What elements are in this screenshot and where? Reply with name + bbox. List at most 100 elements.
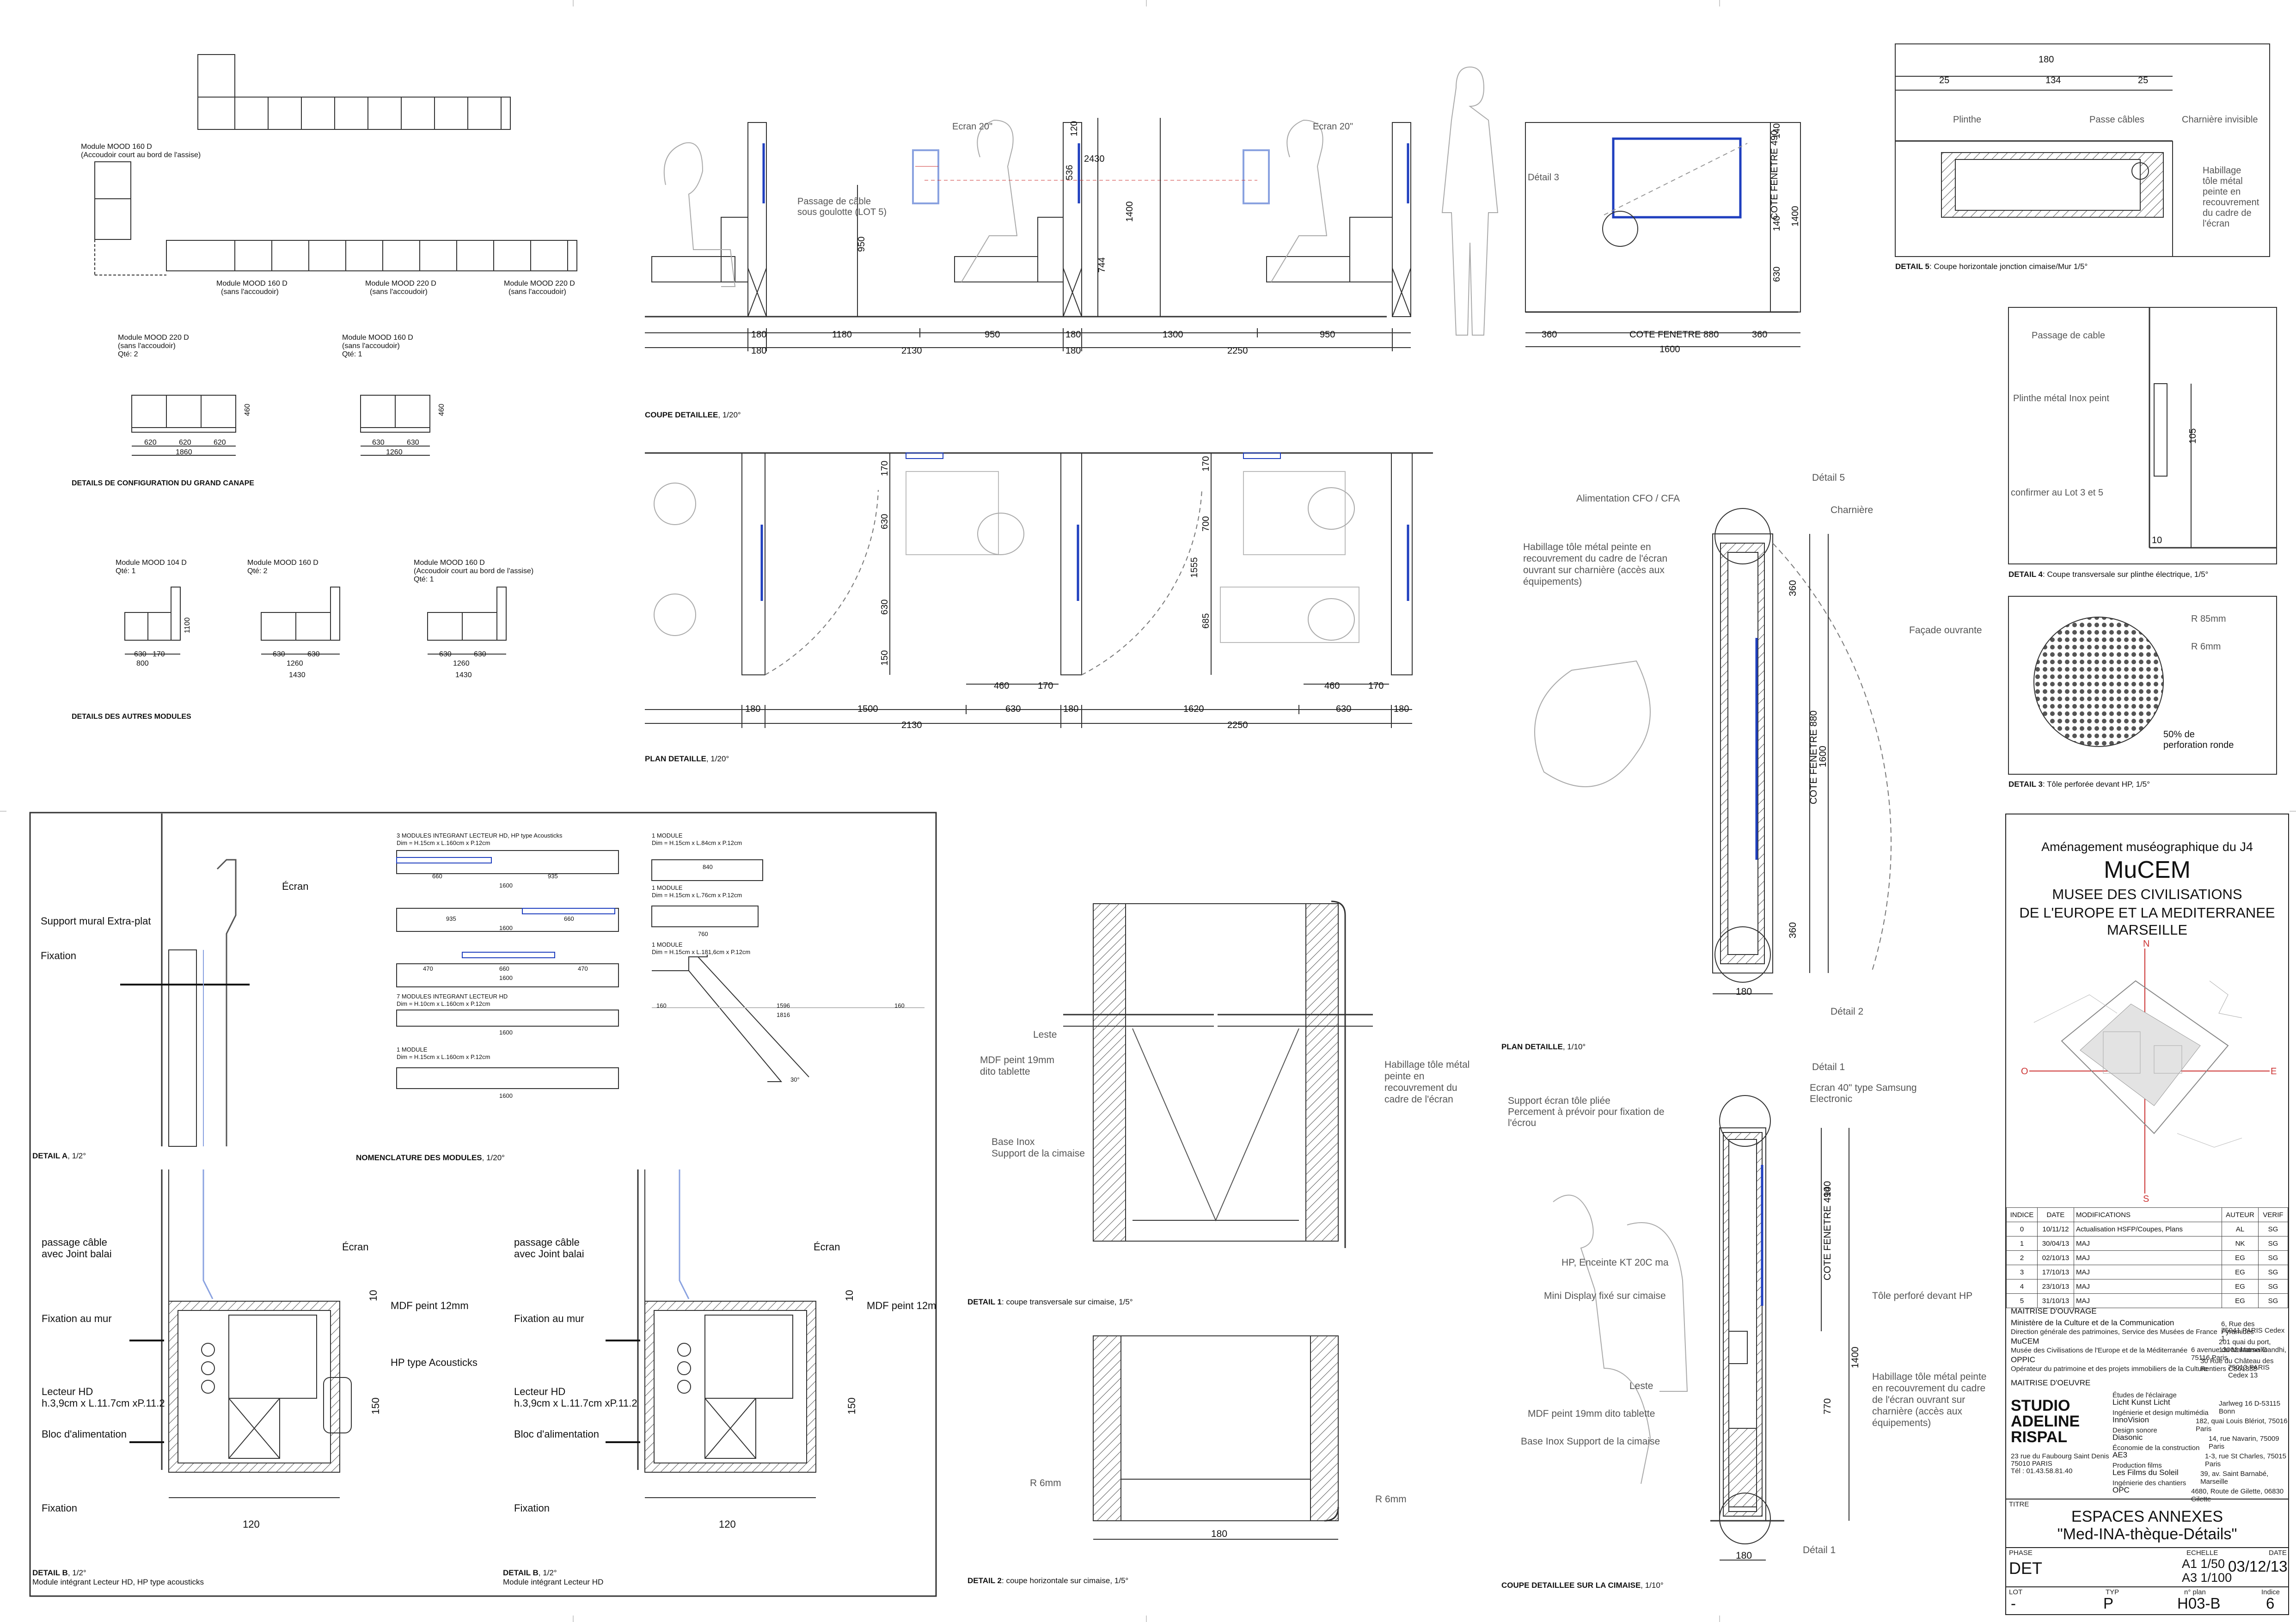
drawing-label: 10 — [367, 1290, 379, 1301]
drawing-label: 160 — [894, 1002, 905, 1009]
drawing-label: DETAIL B, 1/2° — [32, 1568, 86, 1577]
mo-3-addr2: 75013 PARIS Cedex 13 — [2228, 1364, 2270, 1379]
drawing-label: Leste — [1033, 1029, 1057, 1040]
drawing-label: DETAILS DE CONFIGURATION DU GRAND CANAPE — [72, 479, 254, 487]
detail-2-labels: R 6mm R 6mm 180 DETAIL 2: coupe horizont… — [967, 1478, 1407, 1585]
drawing-label: 2130 — [901, 720, 922, 730]
east-label: E — [2271, 1066, 2277, 1077]
drawing-label: 1600 — [499, 924, 513, 931]
drawing-label: , 1/20° — [482, 1153, 505, 1162]
drawing-label: 630 — [439, 650, 452, 658]
drawing-label: Habillage tôle métal — [1384, 1059, 1469, 1070]
drawing-label: Leste — [1629, 1381, 1653, 1391]
drawing-label: NOMENCLATURE DES MODULES — [356, 1153, 482, 1162]
drawing-label: 150 — [846, 1397, 857, 1414]
drawing-ellipse — [1308, 598, 1355, 641]
title-block: Aménagement muséographique du J4 MuCEM M… — [2005, 814, 2289, 1615]
detail-4 — [2008, 307, 2277, 564]
phase-label: PHASE — [2009, 1549, 2033, 1557]
drawing-label: Qté: 1 — [116, 567, 136, 575]
drawing-label: 630 — [474, 650, 486, 658]
studio-addr: 23 rue du Faubourg Saint Denis — [2011, 1452, 2109, 1460]
drawing-label: 1600 — [499, 1029, 513, 1036]
drawing-label: h.3,9cm x L.11.7cm xP.11.2 — [514, 1397, 637, 1409]
drawing-path — [1271, 119, 1328, 282]
drawing-label: sous goulotte (LOT 5) — [797, 207, 887, 217]
indice-value: 6 — [2266, 1595, 2275, 1612]
coupe-cimaise — [1553, 1095, 1849, 1561]
mo-3-addr: 30 Rue du Château des Rentiers CS61338 — [2200, 1357, 2274, 1373]
drawing-label: Habillage tôle métal peinte en — [1523, 542, 1651, 552]
drawing-label: Charnière — [1831, 505, 1873, 515]
musee-line-2: DE L'EUROPE ET LA MEDITERRANEE — [2019, 905, 2275, 921]
drawing-circle — [1602, 211, 1638, 247]
drawing-label: 536 — [1065, 165, 1075, 180]
drawing-label: 660 — [432, 873, 442, 880]
plan-label: n° plan — [2184, 1588, 2206, 1596]
drawing-label: R 6mm — [1030, 1478, 1061, 1488]
drawing-ellipse — [654, 483, 696, 525]
drawing-label: Qté: 1 — [414, 575, 434, 583]
e3-name: Diasonic — [2112, 1433, 2143, 1442]
drawing-label: DETAIL B — [503, 1568, 539, 1577]
config-labels: Module MOOD 220 D (sans l'accoudoir) Qté… — [72, 334, 446, 487]
bottom-left-frame — [29, 812, 937, 1597]
studio-addr2: 75010 PARIS — [2011, 1460, 2052, 1468]
studio-logo-line-3: RISPAL — [2011, 1428, 2068, 1446]
e6-role: Ingénierie des chantiers — [2112, 1479, 2186, 1487]
drawing-circle — [677, 1343, 691, 1357]
drawing-label: 760 — [698, 930, 708, 937]
drawing-label: (sans l'accoudoir) — [370, 288, 428, 296]
drawing-label: (Accoudoir court au bord de l'assise) — [81, 151, 201, 159]
drawing-label: 360 — [1788, 580, 1798, 596]
drawing-rect — [234, 240, 272, 271]
drawing-label: DETAIL A — [32, 1151, 67, 1160]
e4-addr: 1-3, rue St Charles, 75015 Paris — [2205, 1452, 2286, 1468]
drawing-label: 25 — [2138, 75, 2148, 86]
drawing-label: DETAIL 2: coupe horizontale sur cimaise,… — [967, 1576, 1128, 1585]
drawing-label: (sans l'accoudoir) — [342, 342, 400, 350]
drawing-label: 360 — [1542, 330, 1557, 340]
drawing-label: Qté: 2 — [247, 567, 268, 575]
drawing-rect — [467, 97, 502, 130]
drawing-label: 10 — [2152, 535, 2162, 545]
drawing-label: PLAN DETAILLE — [1501, 1042, 1563, 1051]
drawing-label: Base Inox Support de la cimaise — [1521, 1436, 1660, 1447]
drawing-label: Détail 5 — [1812, 472, 1845, 483]
drawing-label: Dim = H.15cm x L.160cm x P.12cm — [397, 1053, 490, 1060]
drawing-label: 935 — [446, 915, 456, 922]
drawing-rect — [382, 240, 420, 271]
drawing-label: 1260 — [386, 448, 403, 456]
drawing-label: 7 MODULES INTEGRANT LECTEUR HD — [397, 993, 508, 1000]
drawing-label: Support écran tôle pliée — [1508, 1096, 1610, 1106]
drawing-rect — [301, 97, 335, 130]
drawing-label: DETAIL B — [32, 1568, 68, 1577]
mo-heading: MAITRISE D'OUVRAGE — [2011, 1307, 2097, 1316]
drawing-path — [202, 1169, 214, 1299]
drawing-rect — [94, 198, 131, 240]
drawing-rect — [906, 471, 999, 555]
detail-a-labels: Écran Support mural Extra-plat Fixation … — [32, 881, 308, 1160]
drawing-label: 170 — [1201, 456, 1211, 471]
drawing-path — [1324, 1506, 1339, 1522]
drawing-label: 180 — [751, 330, 766, 340]
drawing-label: 620 — [214, 439, 226, 447]
drawing-label: Écran — [342, 1241, 368, 1253]
drawing-label: 460 — [438, 404, 446, 416]
drawing-label: DETAIL 4: Coupe transversale sur plinthe… — [2008, 570, 2208, 579]
drawing-label: de l'écran ouvrant sur — [1872, 1395, 1965, 1405]
detail-5 — [1895, 43, 2270, 257]
drawing-rect — [1712, 533, 1773, 973]
drawing-label: ouvrant sur charnière (accès aux — [1523, 565, 1665, 575]
indice-label: Indice — [2261, 1588, 2280, 1596]
drawing-label: Percement à prévoir pour fixation de — [1508, 1107, 1665, 1117]
drawing-circle — [1714, 926, 1771, 983]
drawing-label: 1260 — [453, 660, 470, 667]
drawing-rect — [268, 97, 302, 130]
rev-header-modifications: MODIFICATIONS — [2074, 1207, 2222, 1222]
typ-label: TYP — [2106, 1588, 2119, 1596]
phase-divider — [2006, 1547, 2288, 1548]
drawing-rect — [2008, 307, 2277, 564]
drawing-label: 630 — [307, 650, 320, 658]
